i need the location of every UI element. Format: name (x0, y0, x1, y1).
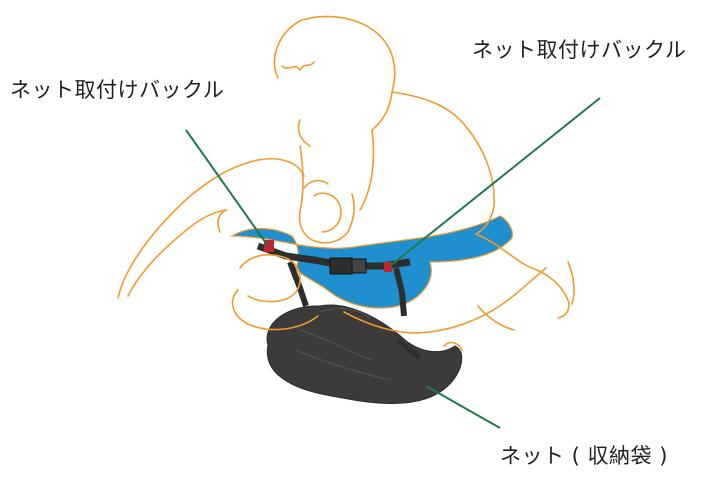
leader-line-buckle-left (185, 129, 269, 247)
callout-buckle-right: ネット取付けバックル (472, 38, 687, 62)
callout-buckle-left: ネット取付けバックル (10, 78, 225, 102)
leader-line-net-bag (425, 385, 501, 429)
person-outline (117, 15, 575, 351)
blue-seat-shape (229, 215, 513, 309)
callout-net-bag: ネット ( 収納袋 ) (500, 444, 668, 468)
net-bag-shape (266, 304, 463, 405)
leader-lines (185, 97, 601, 429)
leader-line-buckle-right (389, 97, 601, 267)
harness-straps (256, 240, 422, 360)
